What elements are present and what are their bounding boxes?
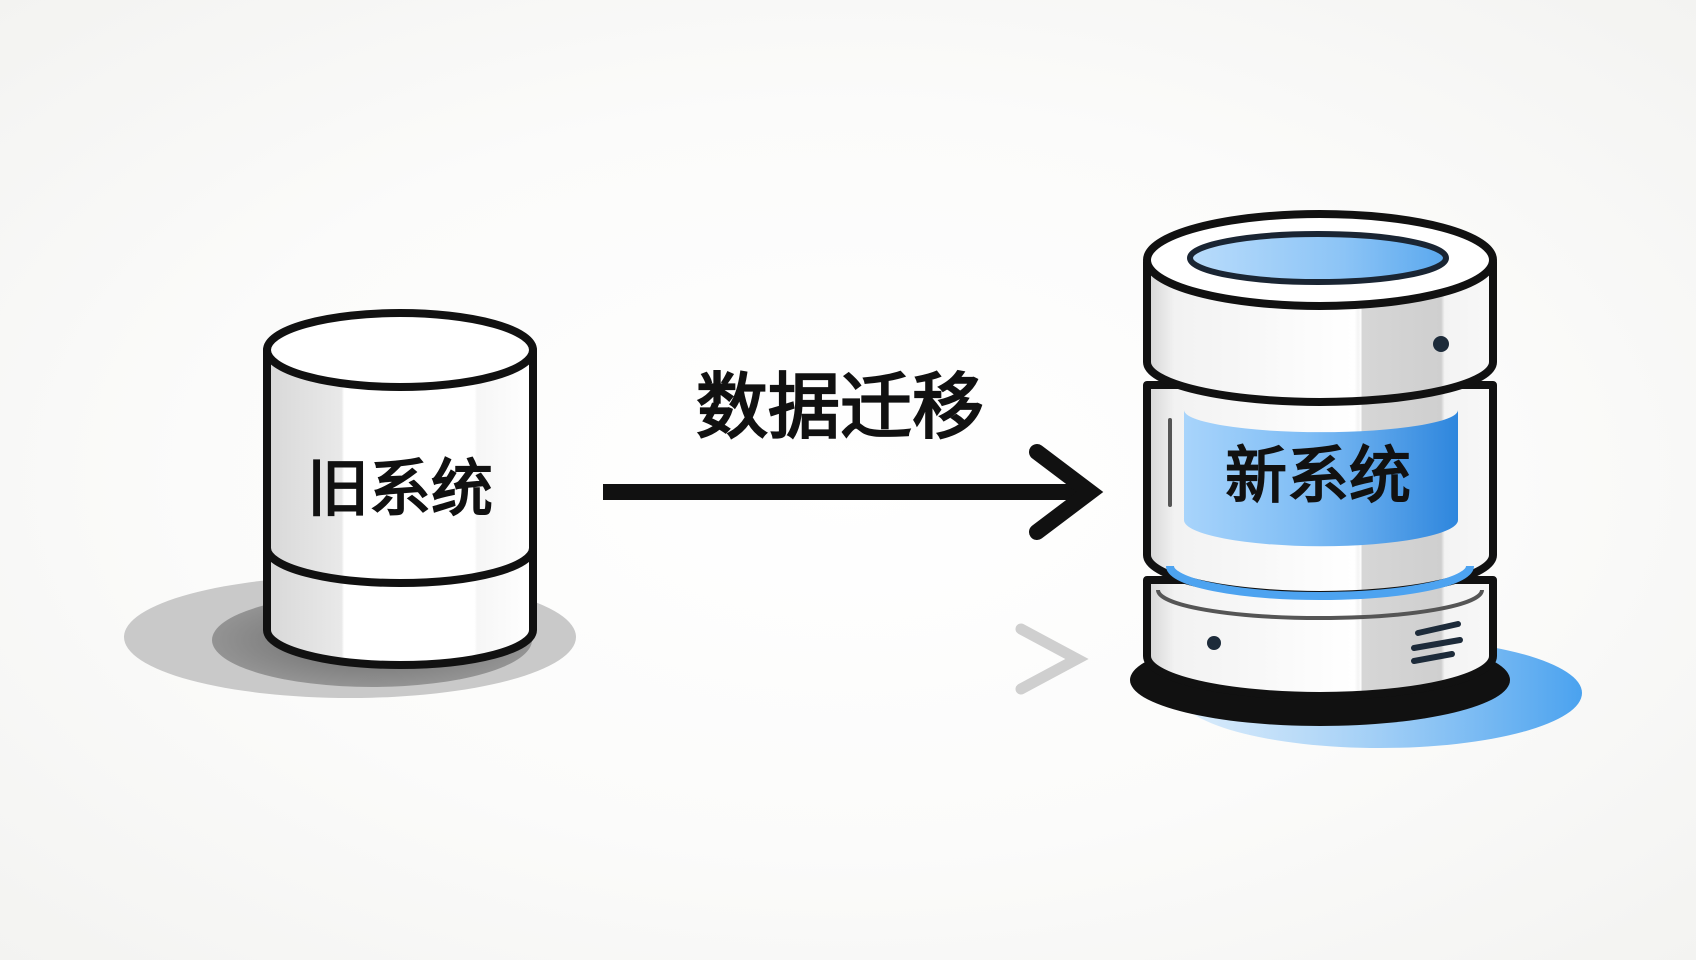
new-system-lower-blue-rim xyxy=(1166,565,1474,600)
old-system-database: 旧系统 xyxy=(124,309,576,698)
migration-arrow: 数据迁移 xyxy=(603,365,1104,695)
status-light-icon xyxy=(1207,636,1221,650)
new-system-bottom-rim xyxy=(1156,589,1484,620)
old-system-label: 旧系统 xyxy=(307,452,493,525)
new-system-label: 新系统 xyxy=(1225,439,1411,512)
old-system-band-line xyxy=(263,547,537,587)
top-status-light-icon xyxy=(1433,336,1449,352)
new-system-bottom-section xyxy=(1143,576,1497,700)
new-system-blue-band xyxy=(1184,410,1458,547)
vent-lines-icon xyxy=(1411,621,1463,664)
arrow-right-icon xyxy=(603,444,1104,540)
new-system-lid-blue xyxy=(1187,231,1449,285)
new-system-database: 新系统 xyxy=(1130,210,1582,748)
database-cylinder-icon xyxy=(263,346,537,669)
migration-label: 数据迁移 xyxy=(696,365,984,449)
old-system-lid xyxy=(263,309,537,391)
ghost-arrow-icon xyxy=(624,623,1089,695)
